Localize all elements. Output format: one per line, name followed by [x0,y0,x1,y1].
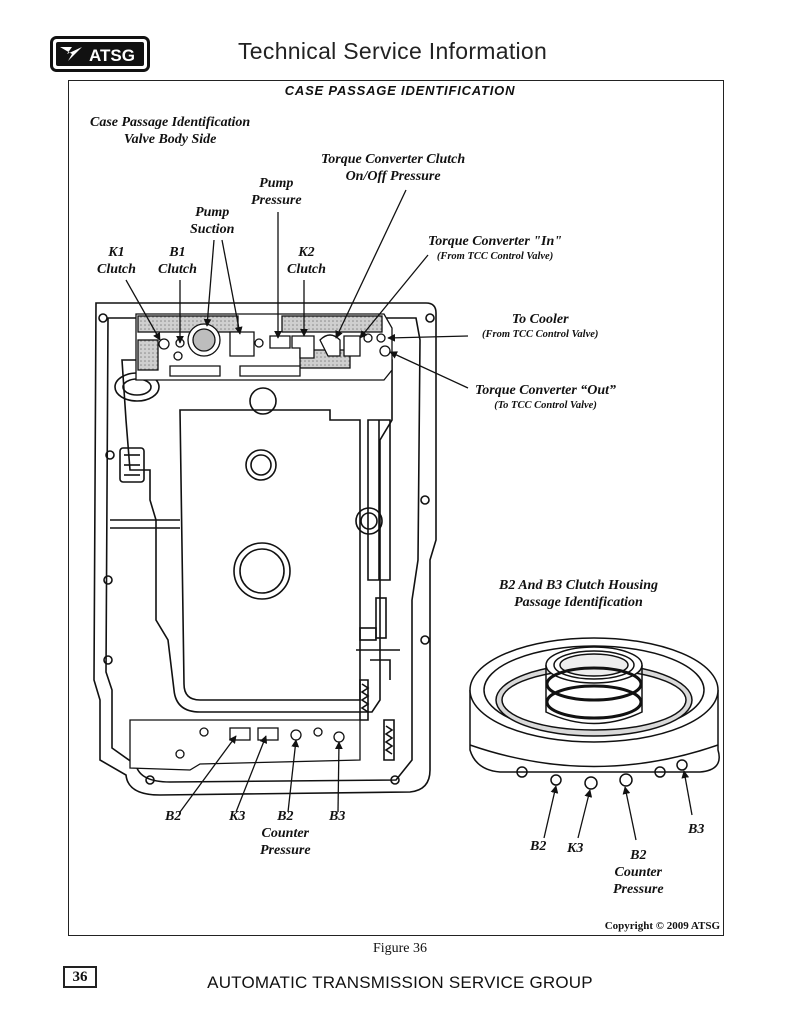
label-case-b3: B3 [329,809,346,824]
label-pump-pressure: Pump Pressure [251,176,302,208]
label-pump-suction: Pump Suction [190,205,235,237]
label-case-b2-counter-pressure: B2 Counter Pressure [260,809,311,858]
figure-caption: Figure 36 [372,941,428,956]
footer-org-name: AUTOMATIC TRANSMISSION SERVICE GROUP [207,973,593,992]
housing-view-heading: B2 And B3 Clutch Housing Passage Identif… [499,578,658,610]
label-to-cooler: To Cooler (From TCC Control Valve) [482,312,599,340]
figure-title: CASE PASSAGE IDENTIFICATION [284,83,516,98]
top-passage-strip [135,313,393,381]
clutch-housing-drum [469,637,720,790]
atsg-logo: ATSG [50,36,150,72]
label-housing-b2-counter-pressure: B2 Counter Pressure [613,848,664,897]
header-title: Technical Service Information [238,38,548,64]
case-view-heading: Case Passage Identification Valve Body S… [90,115,251,147]
label-housing-b2: B2 [530,839,547,854]
label-case-b2: B2 [165,809,182,824]
case-pointer-lines [125,189,469,813]
label-housing-b3: B3 [688,822,705,837]
svg-text:ATSG: ATSG [89,46,135,65]
label-k2-clutch: K2 Clutch [287,245,326,277]
page-number: 36 [63,966,97,988]
label-tcc-onoff-pressure: Torque Converter Clutch On/Off Pressure [321,152,466,184]
copyright-notice: Copyright © 2009 ATSG [604,920,720,932]
housing-pointer-lines [543,770,693,841]
transmission-case [93,302,437,796]
label-b1-clutch: B1 Clutch [158,245,197,277]
label-k1-clutch: K1 Clutch [97,245,136,277]
bottom-passage-strip [129,719,361,771]
label-housing-k3: K3 [567,841,584,856]
label-case-k3: K3 [229,809,246,824]
label-tc-out: Torque Converter “Out” (To TCC Control V… [475,383,617,411]
figure-frame [68,80,724,936]
checkmark-icon [60,47,82,61]
label-tc-in: Torque Converter "In" (From TCC Control … [428,234,563,262]
